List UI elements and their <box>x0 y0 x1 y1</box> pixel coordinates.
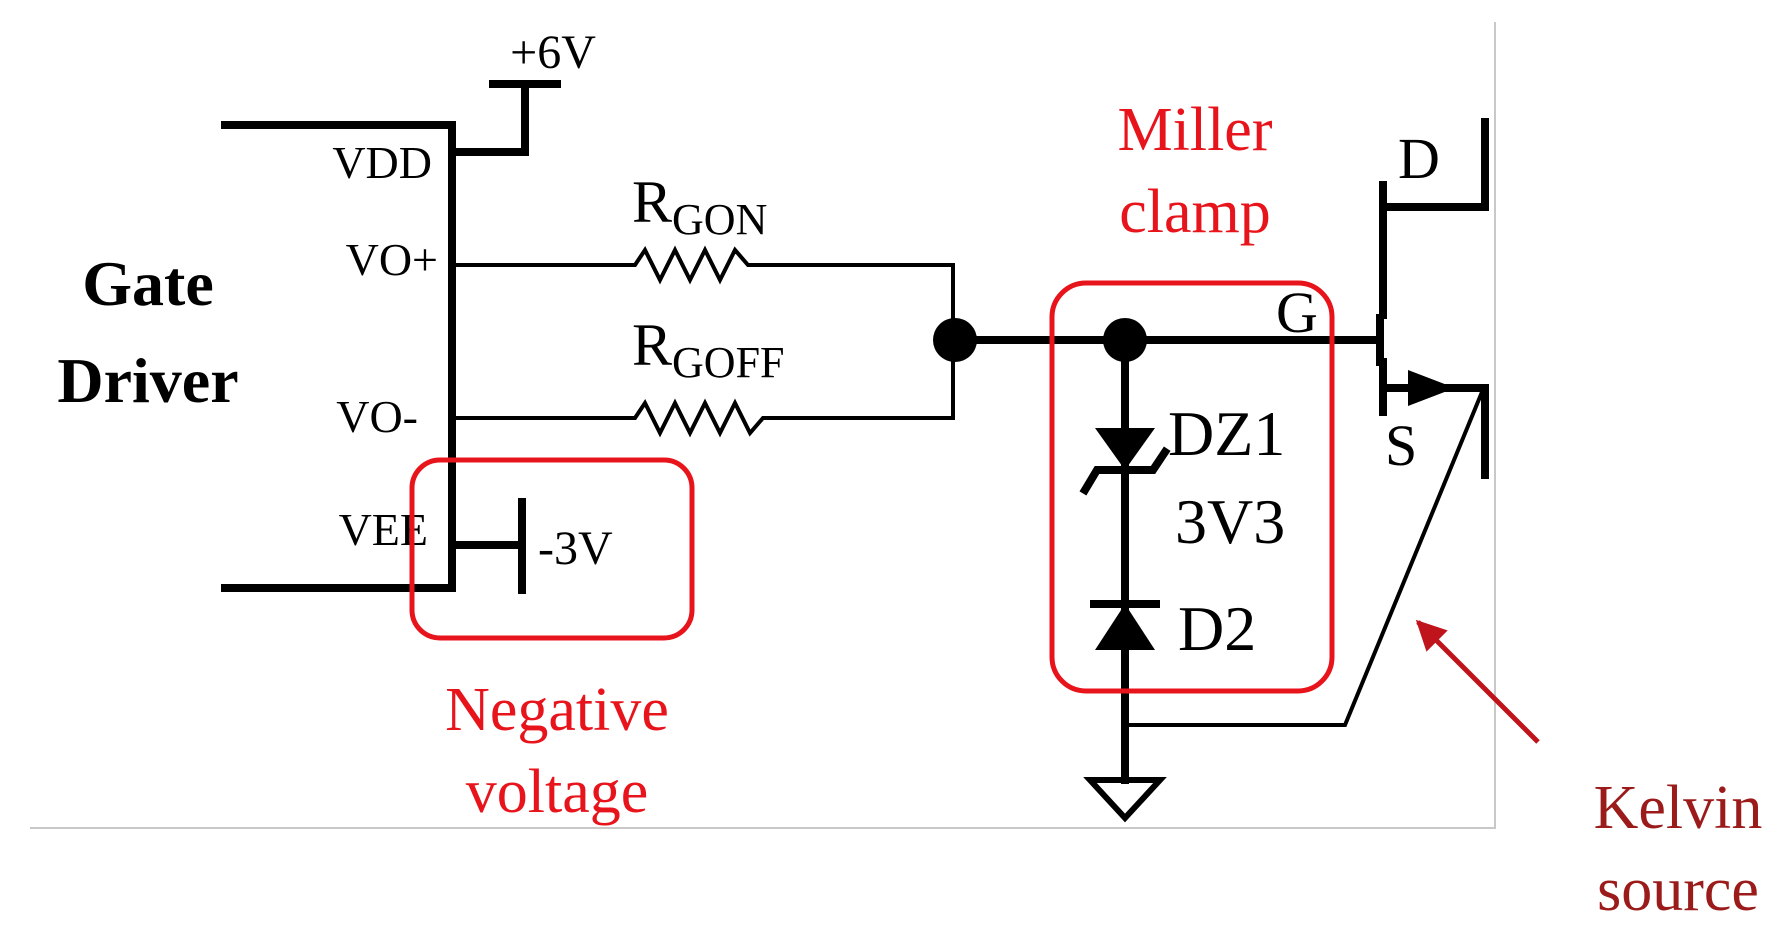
ground-symbol <box>1083 777 1167 823</box>
positive-supply-label: +6V <box>510 26 596 79</box>
rgon-label-sub: GON <box>672 195 767 244</box>
negative-voltage-label-line1: Negative <box>445 676 669 744</box>
pin-label-vdd: VDD <box>332 137 432 188</box>
negative-voltage-highlight-box <box>409 457 695 641</box>
kelvin-source-arrow <box>1415 619 1540 744</box>
resistor-rgon: RGON <box>450 169 955 342</box>
miller-clamp-highlight-box <box>1049 280 1335 694</box>
negative-supply: -3V <box>448 498 613 594</box>
zener-diode-dz1 <box>1095 428 1155 470</box>
kelvin-source-label-line1: Kelvin <box>1594 774 1763 842</box>
miller-clamp-diodes: DZ1 3V3 D2 <box>1079 336 1285 784</box>
mosfet-gate-label: G <box>1276 280 1318 345</box>
svg-text:RGON: RGON <box>632 169 767 244</box>
rgon-label-main: R <box>632 169 672 235</box>
gate-driver-title-line2: Driver <box>57 345 238 416</box>
kelvin-return-path <box>1123 389 1485 727</box>
mosfet-body-arrow <box>1408 370 1455 406</box>
resistor-rgoff: RGOFF <box>450 312 955 438</box>
mosfet-source-label: S <box>1385 413 1417 478</box>
miller-clamp-title-line1: Miller <box>1118 96 1273 164</box>
pin-label-vo-minus: VO- <box>336 391 418 442</box>
rgoff-label-main: R <box>632 312 672 378</box>
gate-driver-title-line1: Gate <box>82 248 214 319</box>
rgoff-label-sub: GOFF <box>672 338 785 387</box>
figure-frame <box>30 22 1496 829</box>
negative-supply-label: -3V <box>538 522 613 575</box>
negative-voltage-label-line2: voltage <box>466 758 649 826</box>
mosfet-transistor: D G S <box>1276 118 1489 479</box>
positive-supply: +6V <box>448 26 596 156</box>
diode-d2 <box>1095 604 1155 650</box>
kelvin-source-label-line2: source <box>1597 856 1759 924</box>
zener-name-label: DZ1 <box>1168 398 1285 469</box>
mosfet-drain-label: D <box>1398 126 1440 191</box>
pin-label-vee: VEE <box>339 504 428 555</box>
gate-driver-block: Gate Driver VDD VO+ VO- VEE <box>57 121 456 592</box>
svg-text:RGOFF: RGOFF <box>632 312 785 387</box>
pin-label-vo-plus: VO+ <box>346 234 438 285</box>
miller-clamp-title-line2: clamp <box>1119 178 1271 246</box>
zener-value-label: 3V3 <box>1175 486 1285 557</box>
diode-d2-label: D2 <box>1178 593 1256 664</box>
